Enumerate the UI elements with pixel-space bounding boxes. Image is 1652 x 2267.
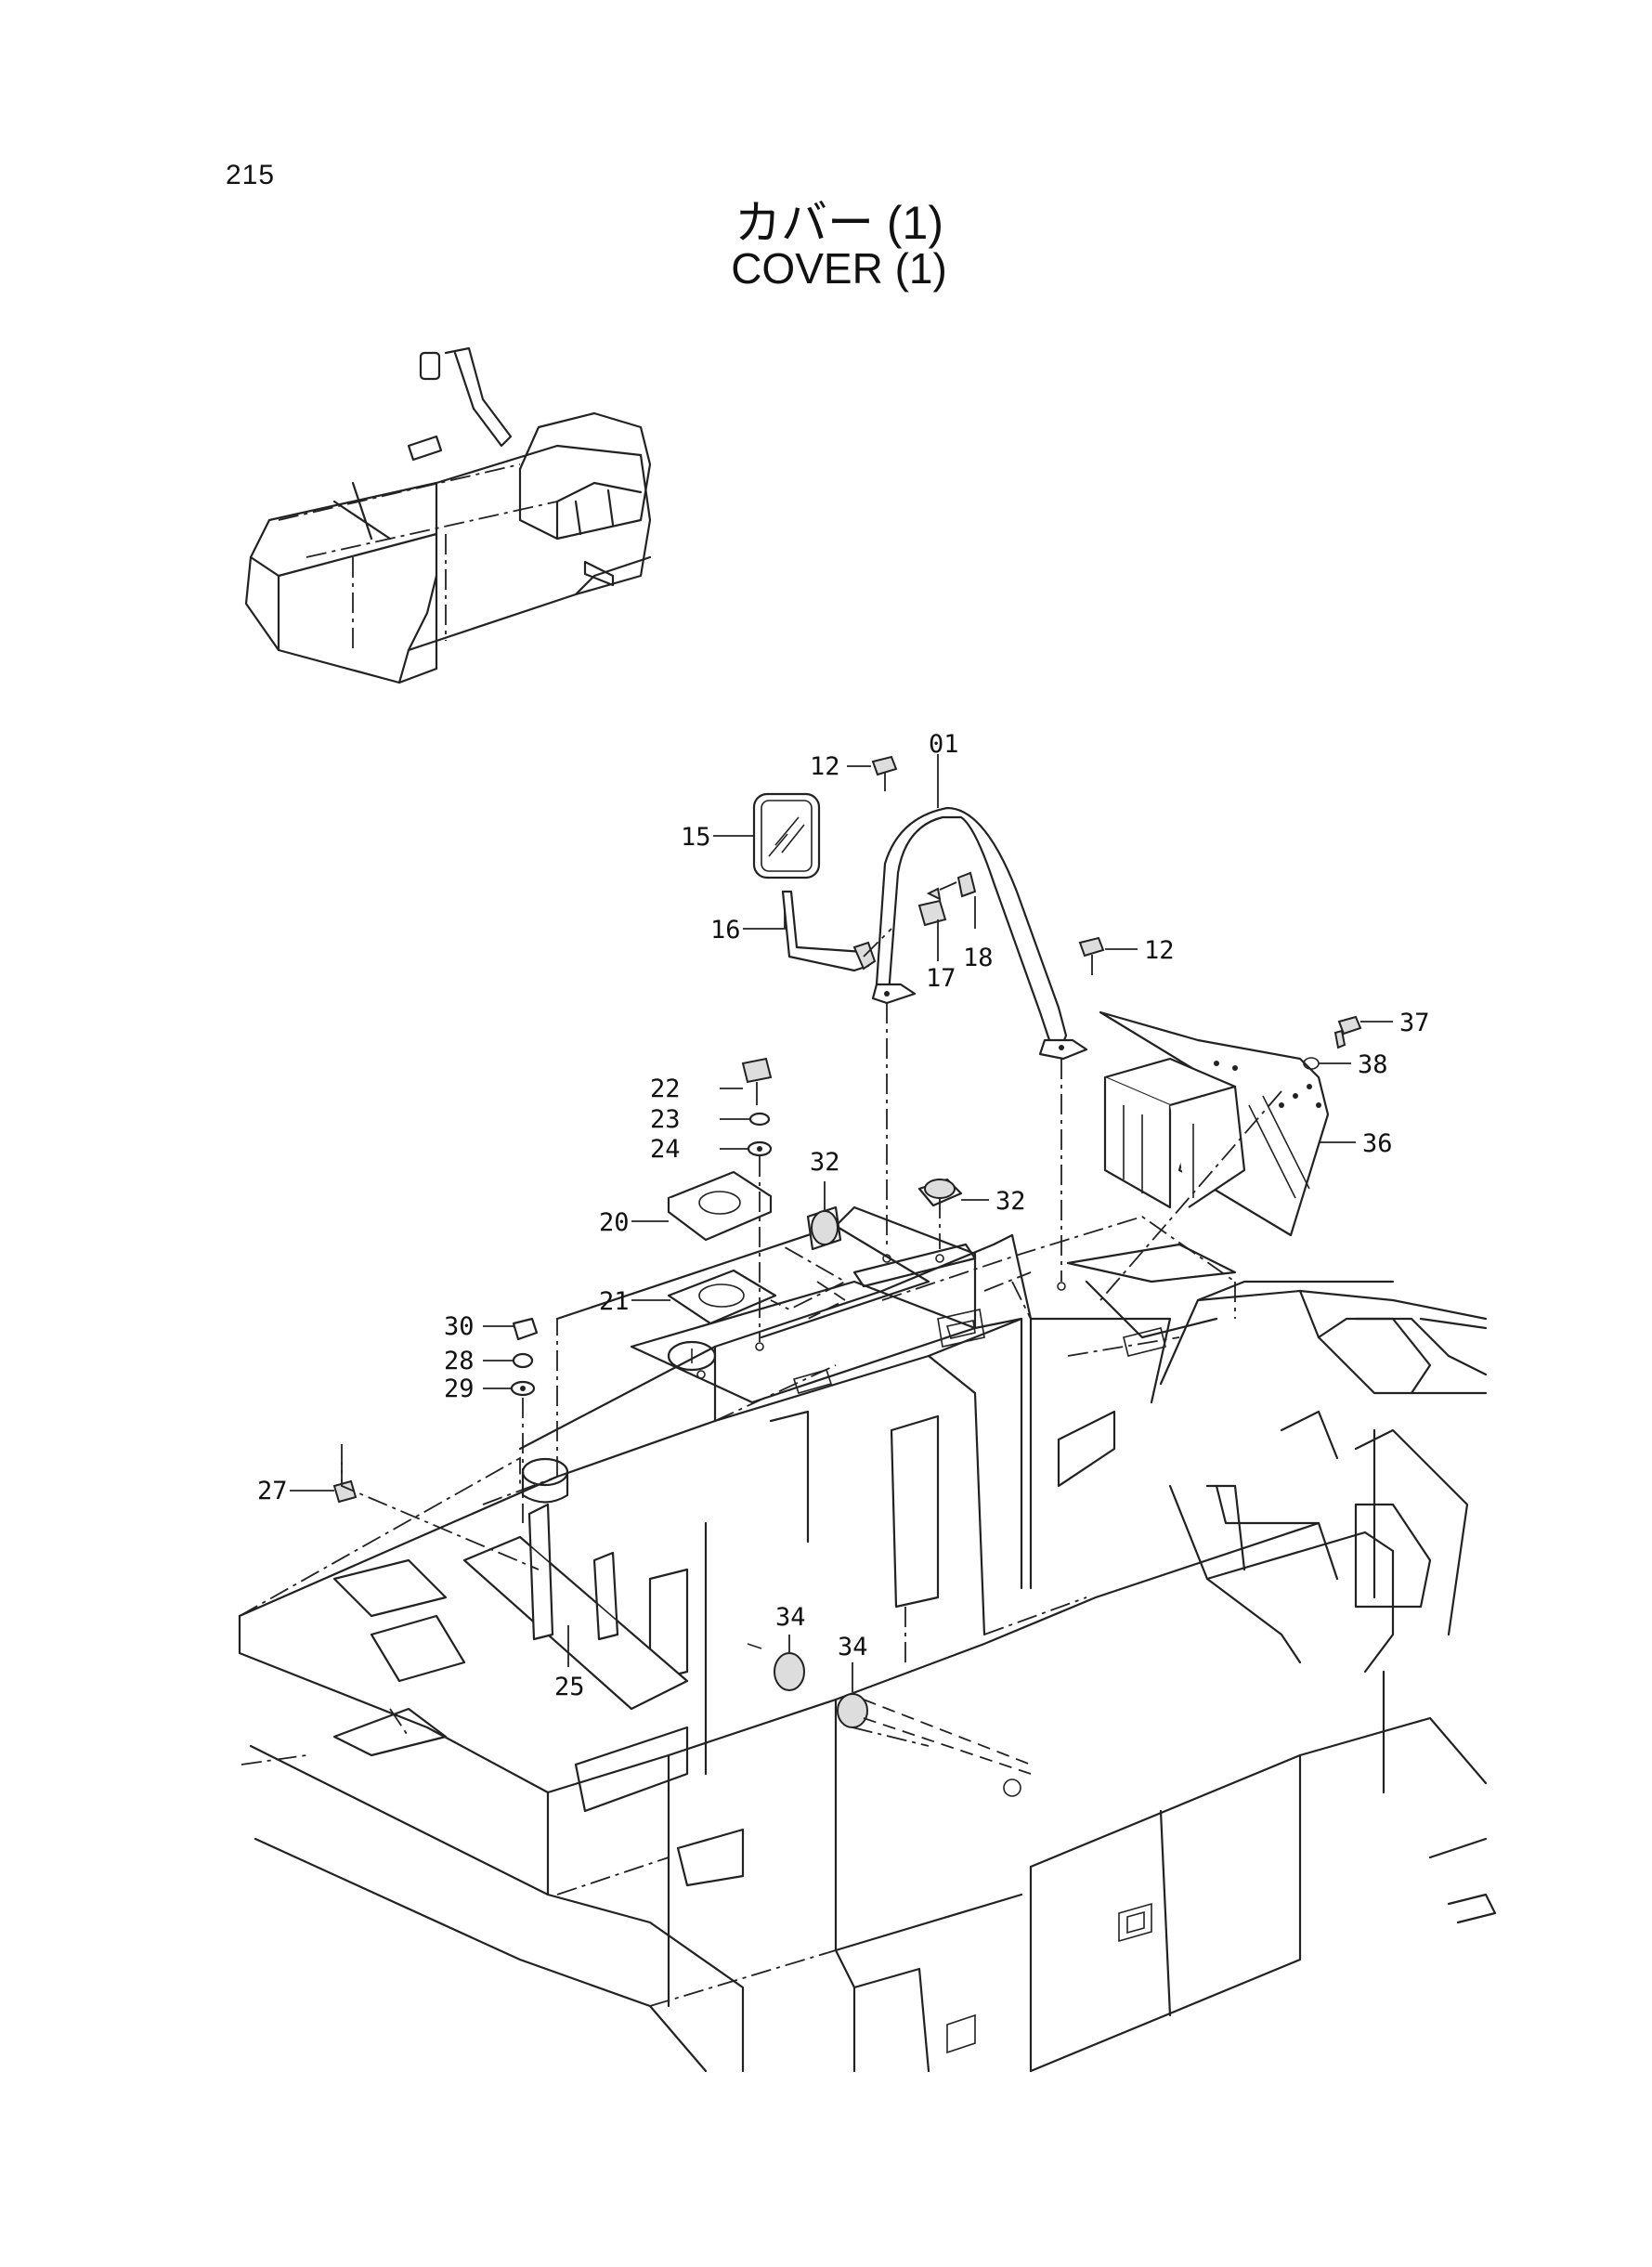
callout-15: 15: [681, 823, 711, 852]
callout-20: 20: [599, 1208, 630, 1237]
callout-leader-lines: [290, 754, 1393, 1692]
callout-29: 29: [444, 1375, 475, 1403]
callout-34-left: 34: [775, 1603, 806, 1632]
callout-27: 27: [257, 1477, 288, 1505]
overview-machine-illustration: [244, 346, 652, 684]
callout-01: 01: [929, 730, 959, 759]
callout-34-right: 34: [838, 1633, 868, 1661]
page-title-english: COVER (1): [731, 244, 947, 293]
callout-18: 18: [963, 944, 994, 972]
callout-12-lower: 12: [1144, 936, 1175, 965]
assembly-guide-lines: [341, 928, 1282, 1775]
main-machine-body: [238, 1205, 1497, 2073]
callout-12-upper: 12: [810, 752, 840, 781]
callout-17: 17: [926, 964, 956, 993]
step-assembly: [1099, 1010, 1362, 1237]
callout-32-left: 32: [810, 1148, 840, 1177]
callout-30: 30: [444, 1312, 475, 1341]
cover-accessory-parts: [332, 1057, 1021, 1797]
callout-23: 23: [650, 1105, 681, 1134]
callout-labels: 01 12 12 15 16 17 18 37 38 36 22 23 24 2…: [257, 730, 1430, 1701]
page-title-japanese: カバー (1): [735, 197, 943, 249]
callout-16: 16: [710, 916, 741, 945]
page-number: 215: [226, 160, 276, 190]
callout-32-right: 32: [995, 1187, 1026, 1216]
callout-25: 25: [554, 1673, 585, 1701]
callout-28: 28: [444, 1347, 475, 1375]
callout-21: 21: [599, 1287, 630, 1316]
callout-38: 38: [1358, 1050, 1388, 1079]
callout-37: 37: [1399, 1009, 1430, 1037]
handrail-mirror-group: [752, 755, 1105, 1061]
callout-22: 22: [650, 1075, 681, 1103]
callout-24: 24: [650, 1135, 681, 1164]
callout-36: 36: [1362, 1129, 1393, 1158]
